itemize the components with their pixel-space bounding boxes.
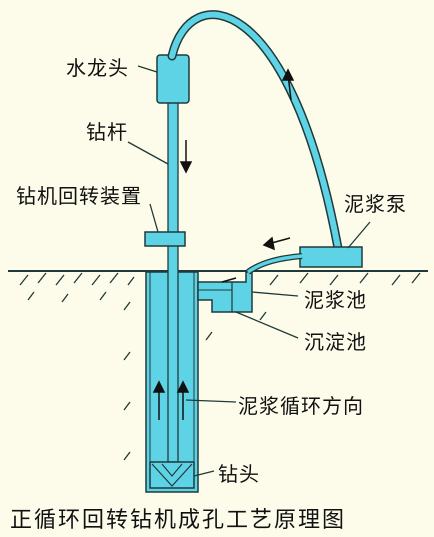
label-mud-pump: 泥浆泵: [344, 192, 407, 216]
flow-arrows: [152, 68, 295, 420]
label-mud-pit: 泥浆池: [304, 288, 367, 312]
label-rotary-device: 钻机回转装置: [16, 184, 142, 208]
mud-hose: [167, 10, 343, 253]
label-swivel: 水龙头: [66, 56, 129, 80]
label-circulation-direction: 泥浆循环方向: [238, 394, 364, 418]
rotary-device: [144, 231, 186, 247]
drill-rod: [167, 101, 179, 463]
drill-bit-pattern: [151, 463, 193, 487]
leader-lines: [127, 65, 371, 477]
label-drill-rod: 钻杆: [86, 120, 128, 144]
soil-hatching: [19, 272, 421, 461]
diagram-caption: 正循环回转钻机成孔工艺原理图: [10, 508, 347, 533]
suction-pipe-fill: [246, 254, 303, 274]
mud-pit: [197, 271, 253, 313]
swivel: [156, 54, 190, 104]
mud-pump: [299, 246, 363, 268]
label-drill-bit: 钻头: [218, 462, 260, 486]
mud-hose-fill: [169, 11, 341, 251]
label-settling-pit: 沉淀池: [304, 330, 367, 354]
drill-bit: [149, 461, 195, 489]
